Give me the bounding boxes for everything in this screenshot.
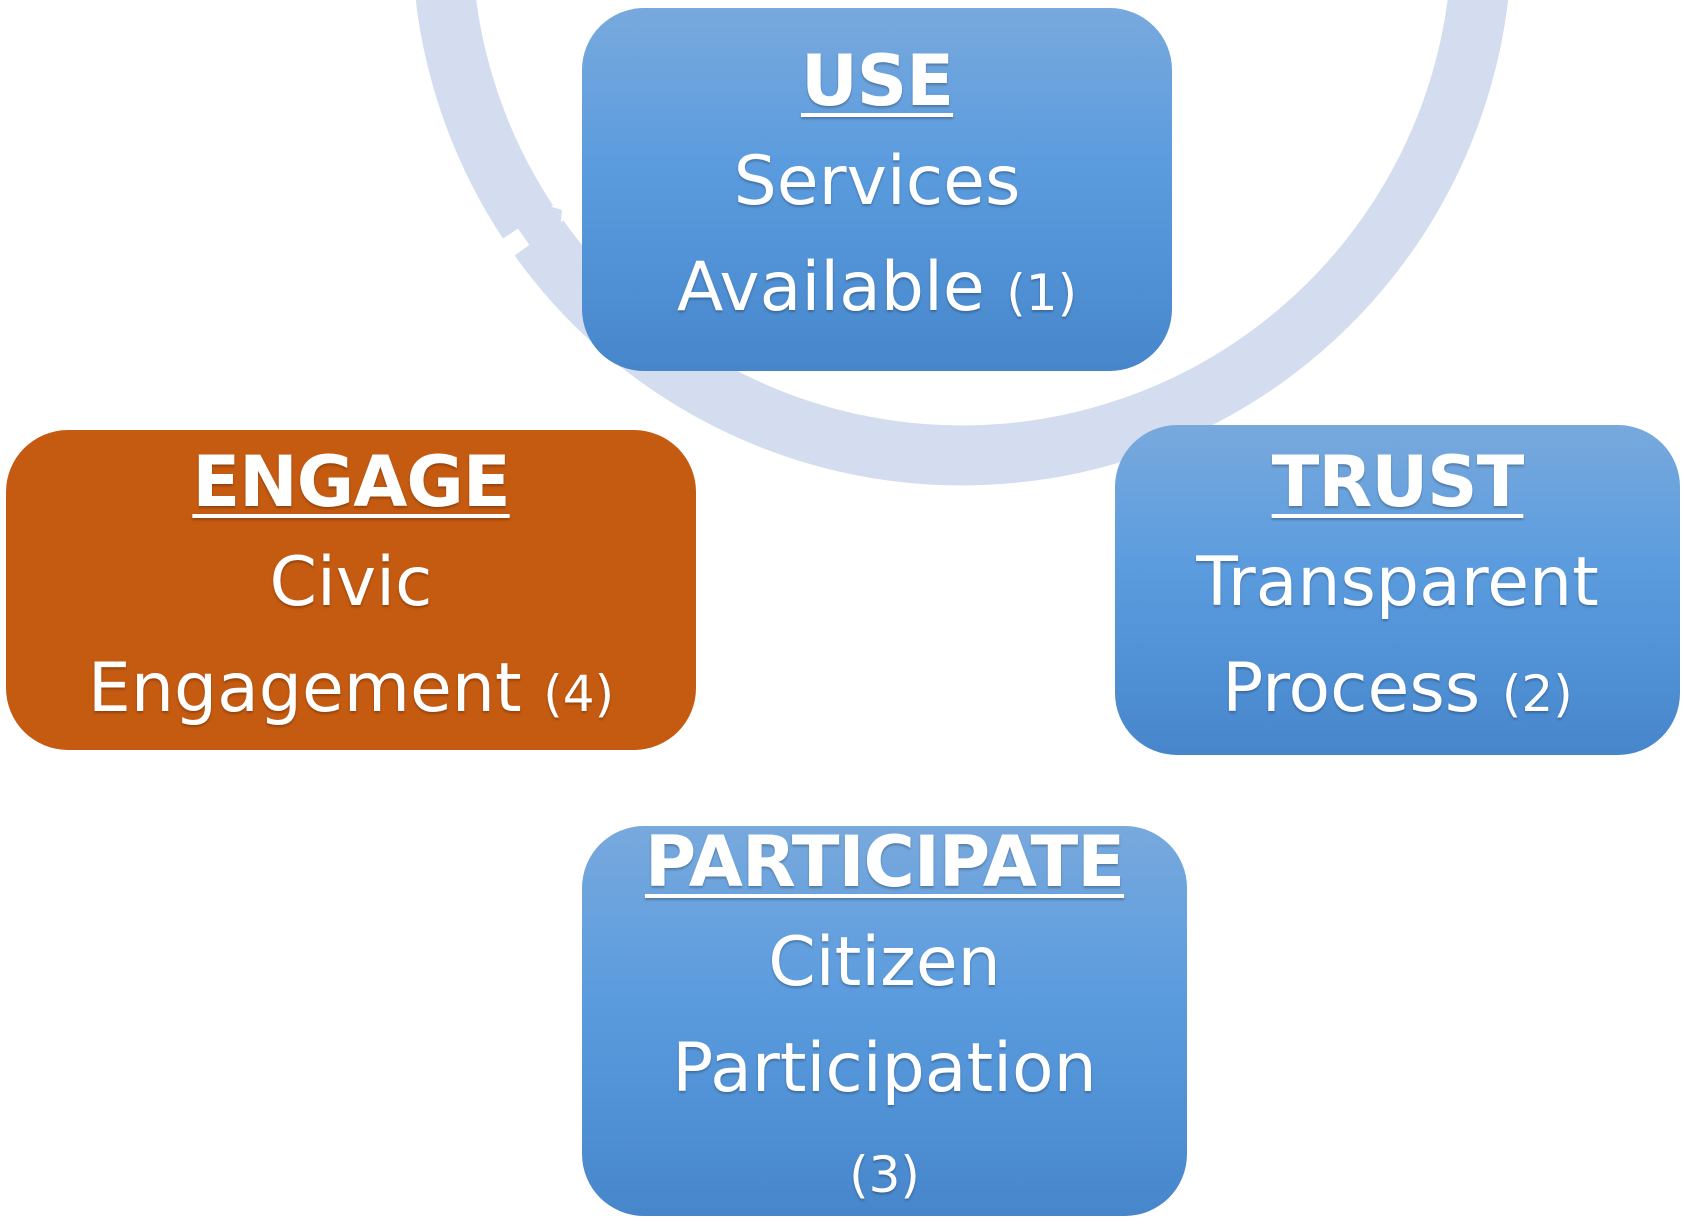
trust-step-number: (2) <box>1501 664 1573 723</box>
use-line-2-text: Available <box>676 248 985 327</box>
engage-line-2: Engagement (4) <box>88 636 614 747</box>
participate-line-1: Citizen <box>768 923 1001 1002</box>
use-title: USE <box>800 40 954 122</box>
use-line-1: Services <box>733 142 1021 221</box>
use-box: USE Services Available (1) <box>582 8 1172 371</box>
engage-line-2-text: Engagement <box>87 648 522 728</box>
use-line-2: Available (1) <box>677 235 1077 346</box>
trust-title: TRUST <box>1271 440 1525 523</box>
participate-box: PARTICIPATE Citizen Participation (3) <box>582 821 1187 1216</box>
participate-step-number: (3) <box>849 1146 920 1204</box>
engage-line-1: Civic <box>269 542 433 622</box>
engage-title: ENGAGE <box>192 440 510 523</box>
trust-line-1: Transparent <box>1196 542 1599 622</box>
trust-box: TRUST Transparent Process (2) <box>1115 425 1680 755</box>
trust-line-2: Process (2) <box>1222 636 1572 747</box>
participate-line-2: Participation <box>672 1029 1097 1108</box>
engage-box: ENGAGE Civic Engagement (4) <box>6 430 696 750</box>
trust-line-2-text: Process <box>1222 648 1481 728</box>
use-step-number: (1) <box>1006 264 1078 322</box>
cycle-arc <box>415 0 1509 486</box>
cycle-arrowhead-icon <box>490 188 562 282</box>
participate-title: PARTICIPATE <box>644 821 1125 903</box>
engage-step-number: (4) <box>543 664 615 723</box>
